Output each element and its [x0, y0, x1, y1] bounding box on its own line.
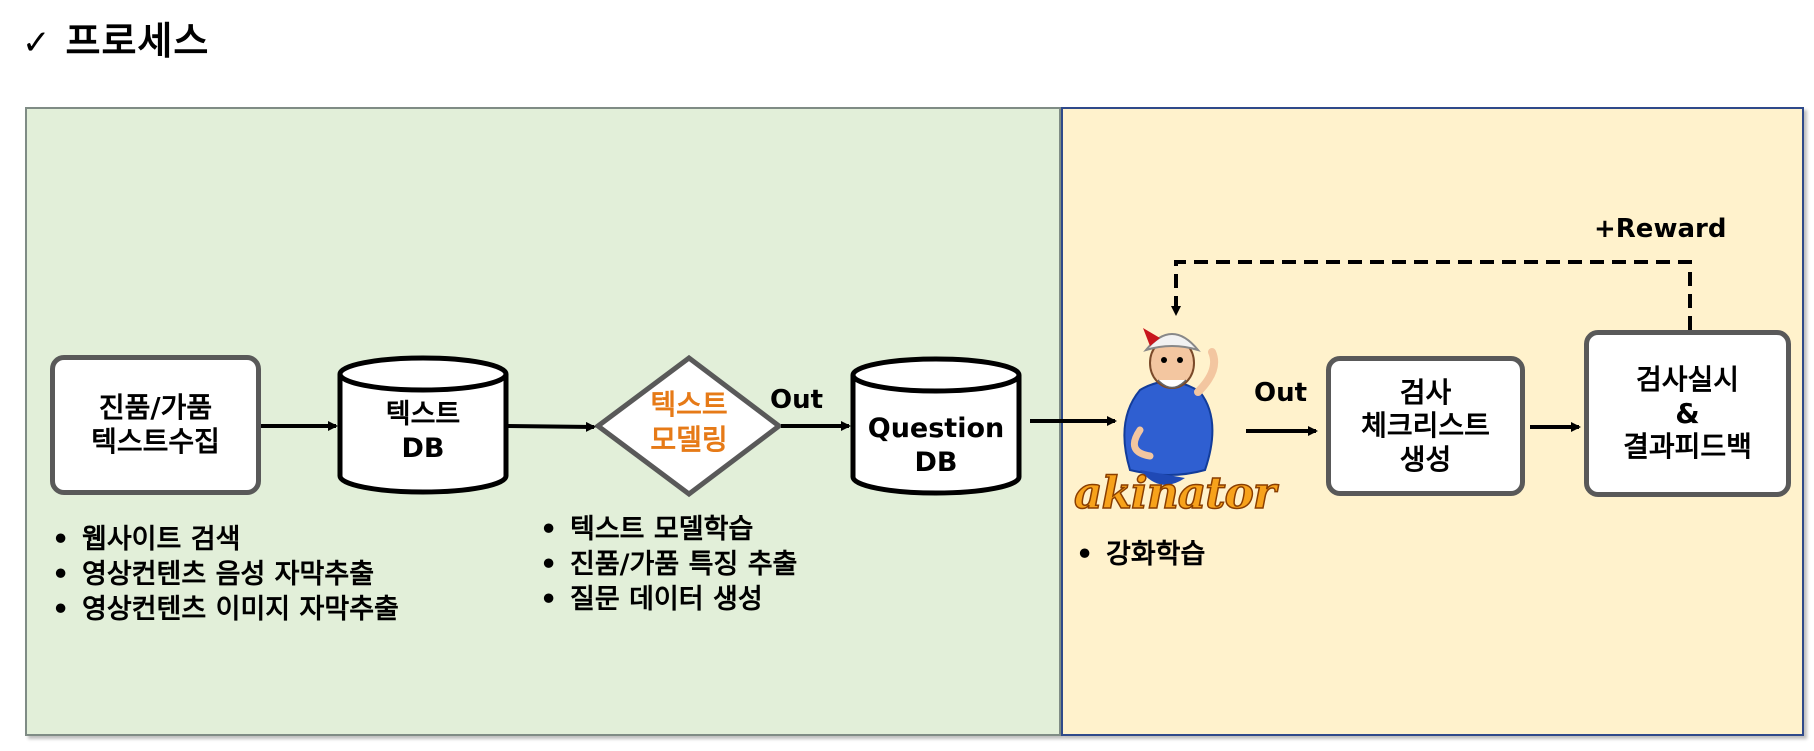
reward-label: +Reward: [1594, 214, 1727, 244]
inspection-feedback-box: 검사실시 & 결과피드백: [1584, 330, 1791, 497]
question-db-line1: Question: [867, 413, 1005, 444]
text-modeling-line2: 모델링: [650, 423, 728, 456]
checklist-box: 검사 체크리스트 생성: [1326, 356, 1525, 496]
inspection-line2: &: [1675, 396, 1700, 430]
checklist-line1: 검사: [1399, 375, 1452, 409]
text-db-line1: 텍스트: [385, 399, 461, 430]
check-icon: ✓: [22, 23, 52, 63]
list-item: 질문 데이터 생성: [540, 582, 797, 617]
question-db-line2: DB: [914, 446, 958, 478]
list-item: 진품/가품 특징 추출: [540, 547, 797, 582]
checklist-line3: 생성: [1399, 442, 1452, 476]
akinator-out-label: Out: [1254, 378, 1308, 408]
page-title: ✓ 프로세스: [22, 10, 209, 65]
text-db-label: 텍스트 DB: [340, 398, 506, 466]
modeling-bullet-list: 텍스트 모델학습 진품/가품 특징 추출 질문 데이터 생성: [540, 512, 797, 617]
list-item: 영상컨텐츠 이미지 자막추출: [52, 592, 399, 627]
question-db-cylinder: [850, 356, 1022, 496]
text-collection-box: 진품/가품 텍스트수집: [50, 355, 261, 495]
text-db-line2: DB: [401, 432, 445, 464]
list-item: 웹사이트 검색: [52, 522, 399, 557]
text-db-cylinder: [337, 355, 509, 495]
text-collection-line1: 진품/가품: [98, 391, 213, 425]
checklist-line2: 체크리스트: [1361, 409, 1490, 443]
text-collection-line2: 텍스트수집: [91, 425, 220, 458]
list-item: 강화학습: [1076, 537, 1205, 572]
page-title-text: 프로세스: [65, 19, 210, 63]
akinator-bullet-list: 강화학습: [1076, 537, 1205, 572]
text-modeling-line1: 텍스트: [650, 388, 728, 421]
list-item: 영상컨텐츠 음성 자막추출: [52, 557, 399, 592]
genie-character-icon: [1123, 328, 1219, 485]
question-db-label: Question DB: [853, 412, 1019, 480]
akinator-logo: akinator: [1073, 467, 1277, 520]
text-modeling-diamond: [593, 354, 784, 498]
inspection-line3: 결과피드백: [1623, 430, 1752, 464]
list-item: 텍스트 모델학습: [540, 512, 797, 547]
collection-bullet-list: 웹사이트 검색 영상컨텐츠 음성 자막추출 영상컨텐츠 이미지 자막추출: [52, 522, 399, 627]
arrow-textdb-to-modeling: [507, 421, 596, 432]
inspection-line1: 검사실시: [1635, 363, 1740, 397]
text-modeling-label: 텍스트 모델링: [610, 387, 768, 457]
modeling-out-label: Out: [770, 385, 824, 415]
reward-feedback-arrow: [1171, 260, 1692, 330]
